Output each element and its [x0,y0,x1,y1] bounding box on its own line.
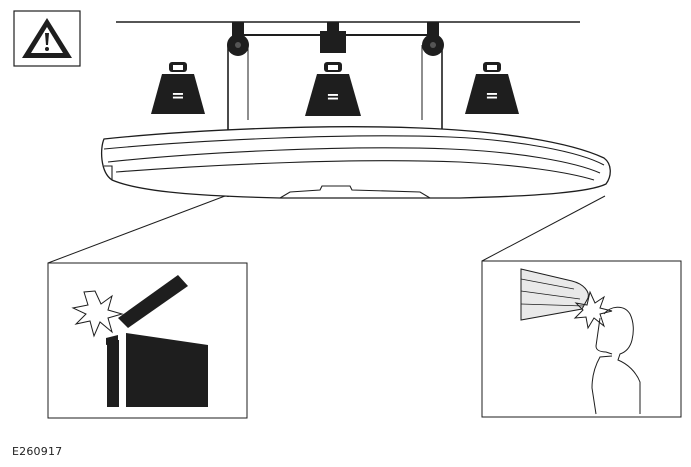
impact-star-icon [573,290,613,330]
roof-box [100,126,611,199]
weight-equal-sign: = [171,86,184,105]
callout-line-right [481,195,606,262]
warning-triangle-icon [13,10,81,67]
counterweight-icon: = [465,62,519,114]
weight-equal-sign: = [326,87,339,106]
counterweight-icon: = [151,62,205,114]
weight-equal-sign: = [485,86,498,105]
pulley-icon [422,34,444,56]
detail-box-head-impact [481,260,682,418]
hoist-assembly [227,22,443,197]
callout-line-left [47,195,226,264]
counterweight-icon: = [305,62,361,116]
impact-star-icon [71,290,124,338]
detail-box-lid-impact [47,262,248,419]
pulley-icon [227,34,249,56]
figure-code: E260917 [12,445,63,458]
